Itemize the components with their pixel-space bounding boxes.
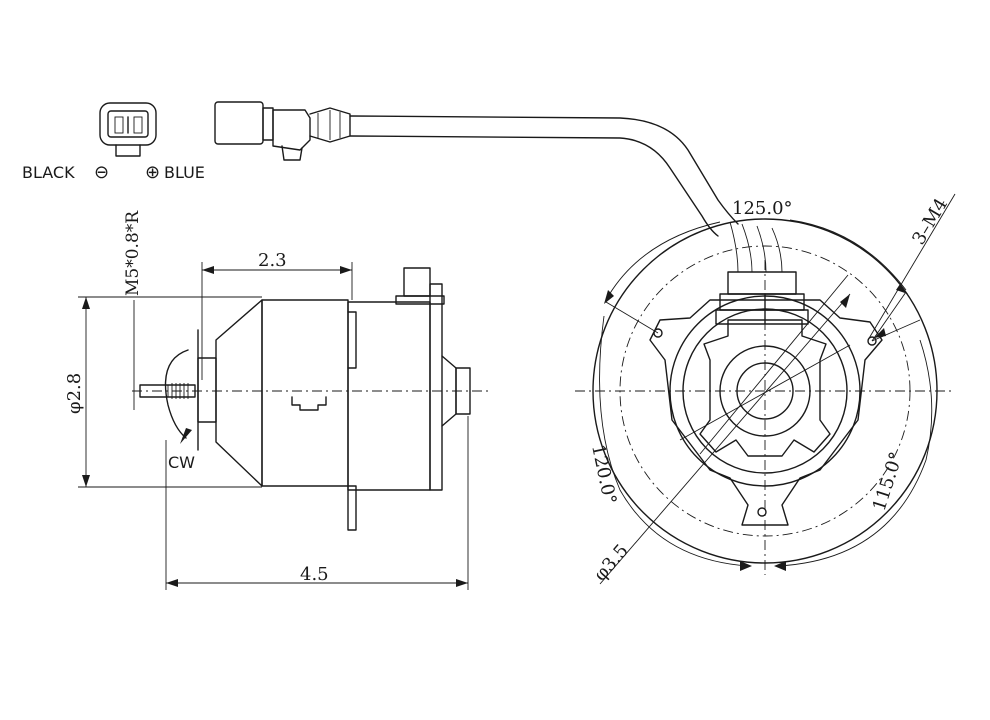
offset-dimension [201, 262, 353, 380]
connector-face-icon [99, 102, 157, 157]
motor-front-view [575, 218, 955, 575]
angle-120-arc [599, 315, 749, 567]
thread-spec-label: M5*0.8*R [123, 210, 143, 296]
bolt-circle-label: φ3.5 [590, 540, 633, 585]
screw-spec-label: 3–M4 [908, 195, 952, 249]
angle-top-label: 125.0° [732, 198, 793, 219]
harness-plug [214, 101, 351, 161]
rotation-label: CW [168, 453, 195, 472]
blue-wire-label: BLUE [164, 163, 205, 182]
angle-right-label: 115.0° [869, 449, 908, 513]
motor-body-side [197, 267, 471, 531]
rotation-arrow-icon [164, 349, 192, 444]
angle-left-label: 120.0° [587, 443, 620, 507]
diameter-dimension [78, 296, 262, 488]
black-wire-label: BLACK [22, 163, 75, 182]
bolt-circle-leader [599, 293, 851, 585]
angle-125-dimension [604, 219, 908, 342]
length-dimension [165, 416, 469, 590]
diameter-dim-label: φ2.8 [64, 373, 85, 414]
positive-terminal-icon: ⊕ [145, 162, 160, 183]
power-cable [349, 115, 783, 273]
screw-leader-line [867, 193, 956, 341]
length-dim-label: 4.5 [300, 564, 329, 585]
angle-115-arc [777, 339, 933, 567]
offset-dim-label: 2.3 [258, 250, 287, 271]
negative-terminal-icon: ⊖ [94, 162, 109, 183]
motor-shaft [139, 383, 196, 399]
